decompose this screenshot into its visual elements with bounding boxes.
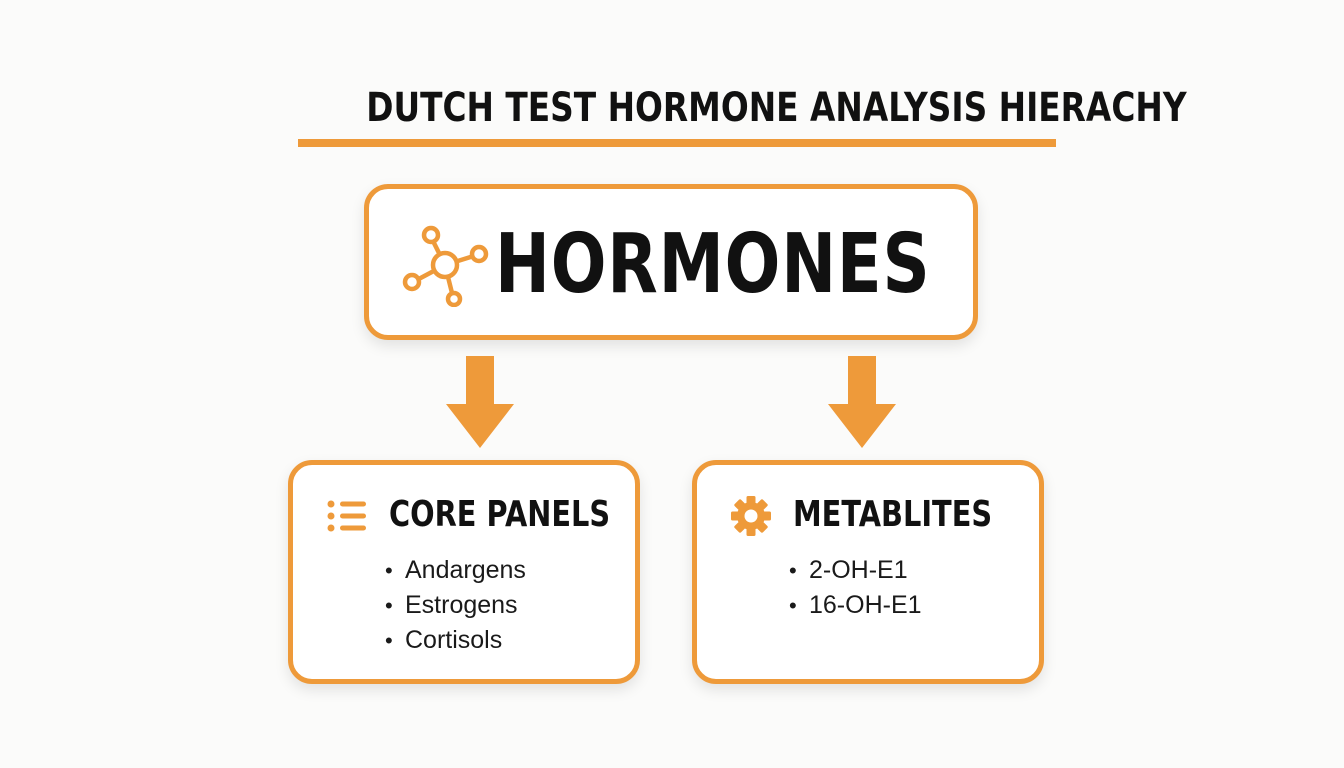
- metablites-list: •2-OH-E1 •16-OH-E1: [789, 553, 922, 623]
- arrow-to-metablites: [828, 356, 896, 448]
- core-panels-node: CORE PANELS •Andargens •Estrogens •Corti…: [288, 460, 640, 684]
- core-panels-list: •Andargens •Estrogens •Cortisols: [385, 553, 526, 658]
- molecule-icon: [402, 225, 489, 307]
- diagram-title: DUTCH TEST HORMONE ANALYSIS HIERACHY: [366, 85, 1187, 131]
- title-underline: [298, 139, 1056, 147]
- core-panels-label: CORE PANELS: [389, 494, 611, 535]
- list-item: •Andargens: [385, 556, 526, 584]
- metablites-node: METABLITES •2-OH-E1 •16-OH-E1: [692, 460, 1044, 684]
- list-icon: [327, 500, 366, 532]
- metablites-label: METABLITES: [793, 494, 993, 535]
- root-node-label: HORMONES: [495, 217, 931, 312]
- list-item: •2-OH-E1: [789, 556, 908, 584]
- list-item: •16-OH-E1: [789, 591, 922, 619]
- list-item: •Estrogens: [385, 591, 518, 619]
- gear-icon: [731, 496, 771, 536]
- list-item: •Cortisols: [385, 626, 503, 654]
- arrow-to-core-panels: [446, 356, 514, 448]
- root-node: HORMONES: [364, 184, 978, 340]
